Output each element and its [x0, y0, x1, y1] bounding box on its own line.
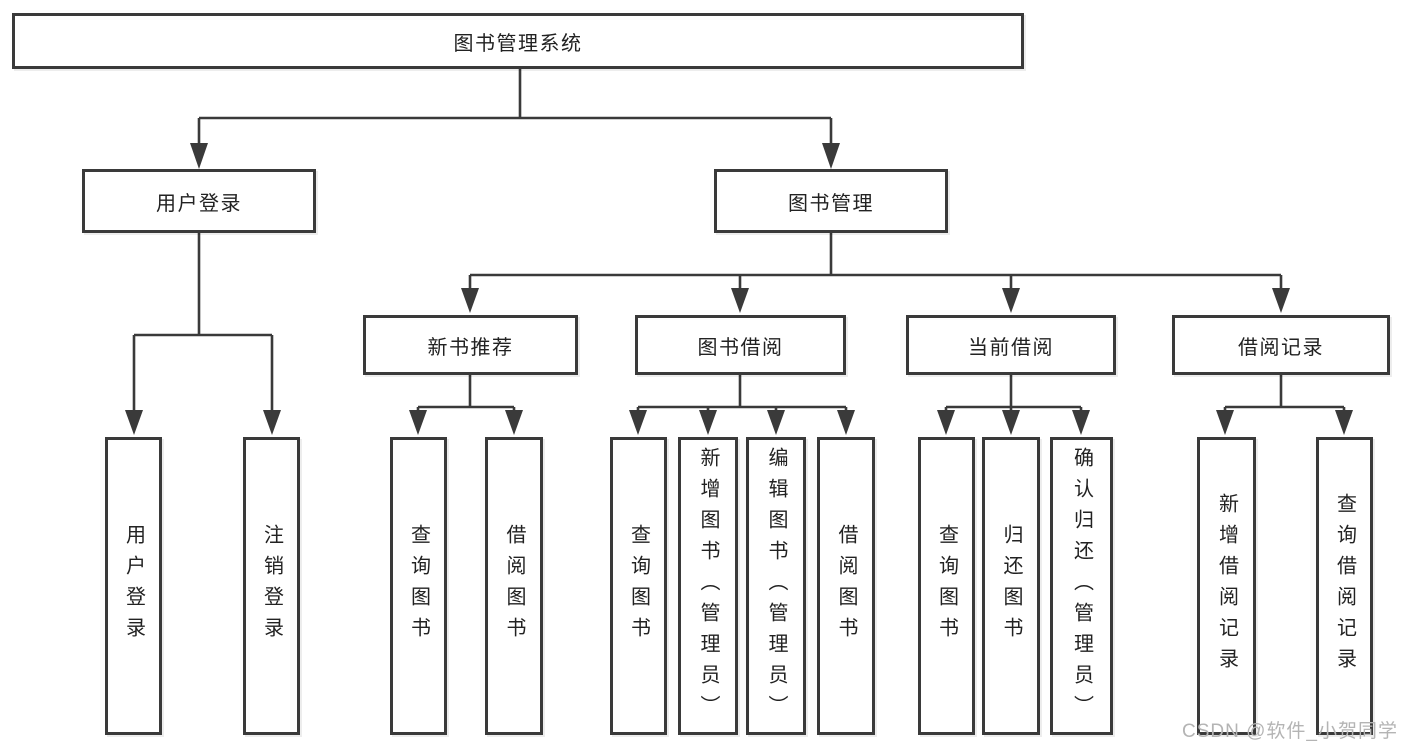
- leaf-logout-label: 注销登录: [260, 524, 283, 648]
- leaf-query-books-borrowing-label: 查询图书: [627, 524, 650, 648]
- leaf-confirm-return-admin-label: 确认归还（管理员）: [1070, 446, 1093, 726]
- leaf-borrow-books-recommend-label: 借阅图书: [503, 524, 525, 648]
- node-new-book-recommend: 新书推荐: [363, 315, 578, 375]
- node-book-borrowing: 图书借阅: [635, 315, 846, 375]
- node-new-book-recommend-label: 新书推荐: [427, 336, 514, 359]
- leaf-borrow-books-recommend: 借阅图书: [485, 437, 543, 735]
- leaf-query-books-recommend-label: 查询图书: [407, 524, 430, 648]
- leaf-confirm-return-admin: 确认归还（管理员）: [1050, 437, 1113, 735]
- leaf-query-books-borrowing: 查询图书: [610, 437, 667, 735]
- node-user-login-label: 用户登录: [156, 192, 242, 215]
- leaf-logout: 注销登录: [243, 437, 300, 735]
- leaf-query-borrow-record-label: 查询借阅记录: [1333, 493, 1356, 679]
- leaf-edit-book-admin-label: 编辑图书（管理员）: [765, 446, 787, 726]
- leaf-add-borrow-record-label: 新增借阅记录: [1215, 493, 1238, 679]
- node-borrowing-records-label: 借阅记录: [1238, 336, 1324, 359]
- node-user-login: 用户登录: [82, 169, 316, 233]
- node-root-label: 图书管理系统: [453, 32, 583, 55]
- leaf-query-borrow-record: 查询借阅记录: [1316, 437, 1373, 735]
- leaf-query-books-current-label: 查询图书: [935, 524, 958, 648]
- leaf-add-borrow-record: 新增借阅记录: [1197, 437, 1256, 735]
- leaf-borrow-books-borrowing: 借阅图书: [817, 437, 875, 735]
- leaf-add-book-admin: 新增图书（管理员）: [678, 437, 738, 735]
- leaf-return-book: 归还图书: [982, 437, 1040, 735]
- node-root: 图书管理系统: [12, 13, 1024, 69]
- leaf-return-book-label: 归还图书: [1000, 524, 1022, 648]
- leaf-borrow-books-borrowing-label: 借阅图书: [835, 524, 857, 648]
- leaf-query-books-current: 查询图书: [918, 437, 975, 735]
- node-book-borrowing-label: 图书借阅: [697, 336, 784, 359]
- csdn-watermark: CSDN @软件_小贺同学: [1182, 721, 1398, 742]
- node-book-management: 图书管理: [714, 169, 948, 233]
- leaf-add-book-admin-label: 新增图书（管理员）: [697, 446, 719, 726]
- node-current-borrowing-label: 当前借阅: [968, 336, 1054, 359]
- node-current-borrowing: 当前借阅: [906, 315, 1116, 375]
- leaf-user-login-label: 用户登录: [122, 524, 145, 648]
- leaf-query-books-recommend: 查询图书: [390, 437, 447, 735]
- node-book-management-label: 图书管理: [788, 192, 874, 215]
- leaf-user-login: 用户登录: [105, 437, 162, 735]
- leaf-edit-book-admin: 编辑图书（管理员）: [746, 437, 806, 735]
- node-borrowing-records: 借阅记录: [1172, 315, 1390, 375]
